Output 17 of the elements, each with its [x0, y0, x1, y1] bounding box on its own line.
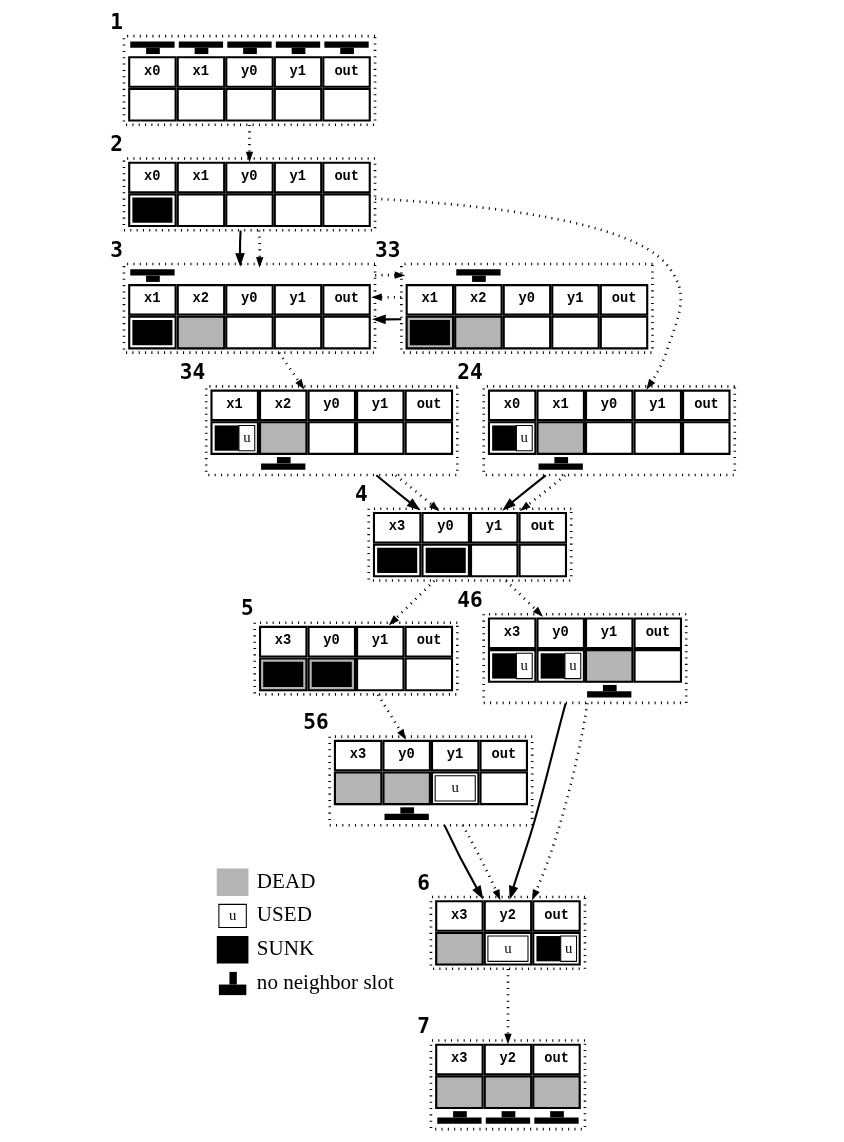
node-label: 2 — [109, 131, 123, 157]
node-label: 5 — [240, 595, 254, 621]
node-label: 56 — [302, 709, 329, 735]
node-label: 24 — [456, 358, 483, 384]
node-label: 1 — [109, 8, 123, 34]
node-label: 34 — [179, 358, 205, 384]
legend-label: USED — [256, 902, 312, 927]
legend-label: DEAD — [256, 868, 315, 893]
legend-label: no neighbor slot — [256, 969, 394, 994]
node-label: 7 — [416, 1013, 430, 1039]
node-label: 33 — [374, 236, 400, 262]
legend-label: SUNK — [256, 936, 314, 961]
label: u — [228, 906, 236, 923]
node-label: 3 — [109, 236, 123, 262]
node-label: 6 — [416, 869, 430, 895]
node-label: 4 — [354, 481, 368, 507]
node-label: 46 — [456, 586, 483, 612]
